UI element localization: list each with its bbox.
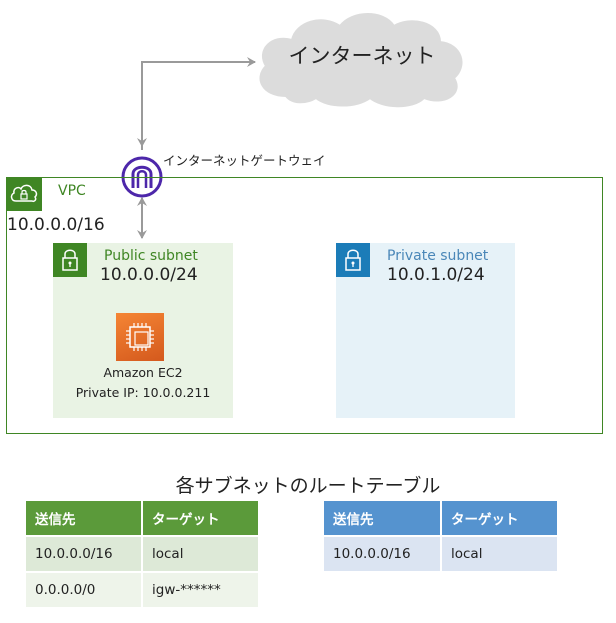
igw-to-internet-arrow: [141, 57, 256, 150]
vpc-cloud-lock-icon: [6, 177, 42, 211]
internet-gateway-label: インターネットゲートウェイ: [163, 153, 326, 168]
public-subnet-label: Public subnet: [104, 248, 198, 264]
table-header-cell: 送信先: [324, 501, 440, 535]
table-header-row: 送信先 ターゲット: [324, 501, 557, 535]
table-cell: igw-******: [143, 573, 258, 607]
lock-icon: [336, 243, 370, 277]
internet-label: インターネット: [288, 44, 436, 68]
ec2-chip-icon[interactable]: [116, 313, 164, 361]
public-route-table: 送信先 ターゲット 10.0.0.0/16 local 0.0.0.0/0 ig…: [24, 499, 260, 609]
vpc-label: VPC: [58, 183, 86, 199]
ec2-private-ip: Private IP: 10.0.0.211: [75, 385, 211, 400]
table-cell: 10.0.0.0/16: [324, 537, 440, 571]
table-cell: local: [143, 537, 258, 571]
public-subnet-cidr: 10.0.0.0/24: [100, 265, 198, 285]
lock-icon: [53, 243, 87, 277]
table-cell: local: [442, 537, 557, 571]
ec2-name: Amazon EC2: [103, 365, 183, 380]
table-row: 10.0.0.0/16 local: [324, 537, 557, 571]
route-tables-title: 各サブネットのルートテーブル: [175, 475, 441, 497]
table-row: 0.0.0.0/0 igw-******: [26, 573, 258, 607]
table-header-cell: ターゲット: [442, 501, 557, 535]
table-header-cell: 送信先: [26, 501, 141, 535]
table-cell: 0.0.0.0/0: [26, 573, 141, 607]
table-cell: 10.0.0.0/16: [26, 537, 141, 571]
table-header-cell: ターゲット: [143, 501, 258, 535]
cloud-icon: [259, 13, 463, 108]
private-subnet-label: Private subnet: [387, 248, 489, 264]
private-subnet-cidr: 10.0.1.0/24: [387, 265, 485, 285]
table-row: 10.0.0.0/16 local: [26, 537, 258, 571]
vpc-cidr: 10.0.0.0/16: [7, 215, 105, 235]
table-header-row: 送信先 ターゲット: [26, 501, 258, 535]
private-route-table: 送信先 ターゲット 10.0.0.0/16 local: [322, 499, 559, 573]
vpc-container: [6, 177, 603, 434]
